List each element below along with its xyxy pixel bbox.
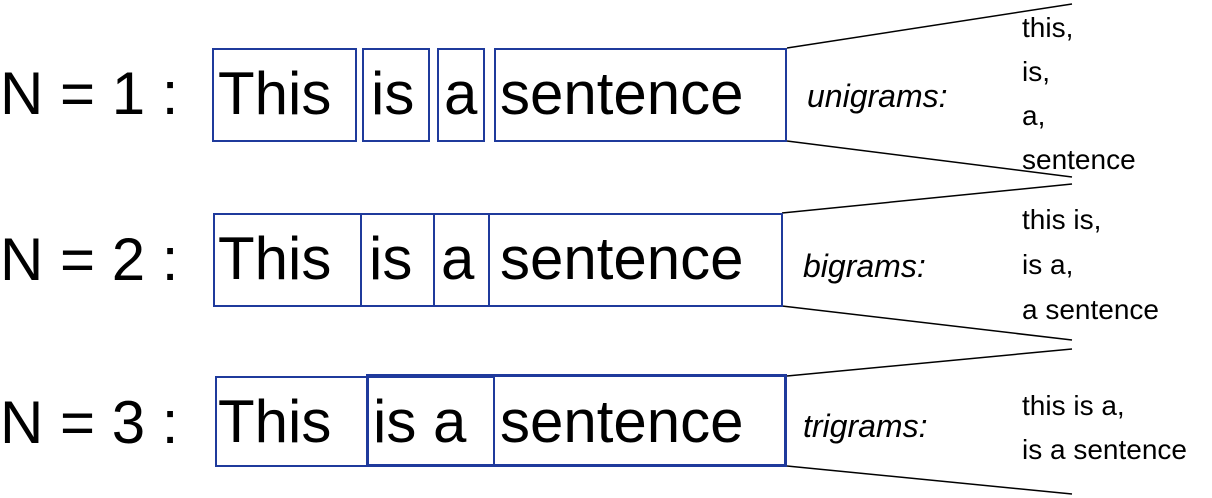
trigram-box-is-a-sentence <box>366 374 787 467</box>
token-box-a <box>437 48 485 142</box>
bigram-box-a-sentence <box>433 213 783 307</box>
token-box-this <box>212 48 357 142</box>
gram-type-label: bigrams: <box>803 248 926 284</box>
token-word: This <box>218 388 332 455</box>
ngram-row-3: N = 3 : This is a sentence trigrams: thi… <box>0 0 1212 467</box>
gram-item: this is, <box>1022 204 1102 235</box>
gram-item: is, <box>1022 56 1050 87</box>
gram-list: this is, is a, a sentence <box>1022 206 1159 324</box>
token-word: sentence <box>500 60 744 127</box>
gram-type-label: trigrams: <box>803 408 928 444</box>
token-box-is <box>362 48 430 142</box>
token-word: is a <box>373 388 467 455</box>
gram-item: sentence <box>1022 144 1136 175</box>
gram-item: this, <box>1022 12 1074 43</box>
trigram-box-this-is-a <box>215 376 495 467</box>
token-word: sentence <box>500 225 744 292</box>
n-label: N = 1 : <box>0 60 179 127</box>
gram-type-label: unigrams: <box>807 78 948 114</box>
token-word: sentence <box>500 388 744 455</box>
n-label: N = 3 : <box>0 389 179 456</box>
token-box-sentence <box>494 48 787 142</box>
gram-list: this is a, is a sentence <box>1022 392 1187 464</box>
token-word: a <box>444 60 478 127</box>
token-word: a <box>441 225 475 292</box>
token-word: This <box>218 225 332 292</box>
ngram-row-1: N = 1 : This is a sentence unigrams: thi… <box>0 0 1212 174</box>
bigram-box-is-a <box>360 213 490 307</box>
gram-item: this is a, <box>1022 390 1125 421</box>
gram-item: a, <box>1022 100 1046 131</box>
ngram-row-2: N = 2 : This is a sentence bigrams: this… <box>0 0 1212 324</box>
gram-list: this, is, a, sentence <box>1022 14 1136 174</box>
n-label: N = 2 : <box>0 226 179 293</box>
token-word: is <box>371 60 415 127</box>
gram-item: is a sentence <box>1022 434 1187 465</box>
token-word: is <box>369 225 413 292</box>
gram-item: a sentence <box>1022 294 1159 325</box>
gram-item: is a, <box>1022 249 1074 280</box>
token-word: This <box>218 60 332 127</box>
